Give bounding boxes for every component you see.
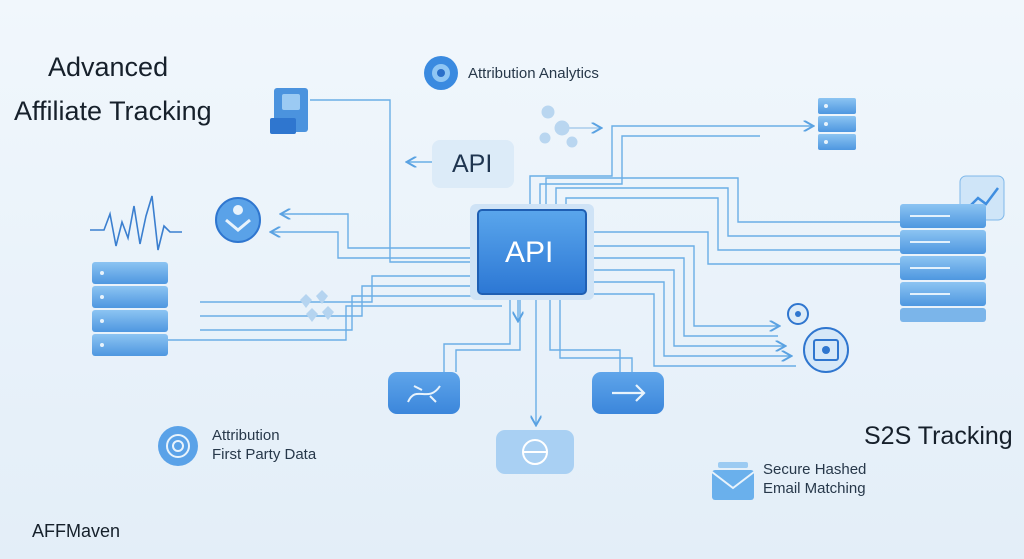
arrow-button[interactable] — [592, 372, 664, 414]
link-button-icon — [407, 385, 441, 403]
mail-icon — [711, 462, 755, 500]
secure-hashed-label: Secure Hashed Email Matching — [763, 461, 867, 497]
attribution-first-party-label: Attribution First Party Data — [212, 427, 317, 463]
brand-label: AFFMaven — [32, 521, 121, 541]
fingerprint-icon — [158, 426, 198, 466]
api-core[interactable] — [470, 204, 594, 300]
server-left-icon — [92, 262, 168, 356]
arrow-button-icon — [612, 384, 646, 402]
chevron-user-icon — [215, 197, 261, 243]
title-line-2: Affiliate Tracking — [14, 96, 212, 126]
secure-doc-icon — [803, 327, 849, 373]
analytics-circle-icon — [424, 56, 458, 90]
title-line-1: Advanced — [48, 52, 169, 82]
waveform-icon — [90, 195, 182, 251]
api-tag-label: API — [452, 150, 493, 178]
api-tag[interactable] — [432, 140, 514, 188]
network-nodes-icon — [539, 105, 578, 148]
attribution-analytics-label: Attribution Analytics — [468, 65, 599, 82]
link-button[interactable] — [388, 372, 460, 414]
api-core-label: API — [505, 236, 554, 269]
heart-cluster-icon — [300, 290, 334, 322]
user-block-icon — [270, 88, 308, 134]
server-rack-icon — [900, 204, 986, 322]
tag-circle-icon — [787, 303, 809, 325]
server-small-icon — [818, 98, 856, 150]
connector-lines — [168, 99, 930, 424]
globe-button[interactable] — [496, 430, 574, 474]
s2s-tracking-label: S2S Tracking — [864, 422, 1013, 450]
globe-button-icon — [522, 439, 548, 465]
